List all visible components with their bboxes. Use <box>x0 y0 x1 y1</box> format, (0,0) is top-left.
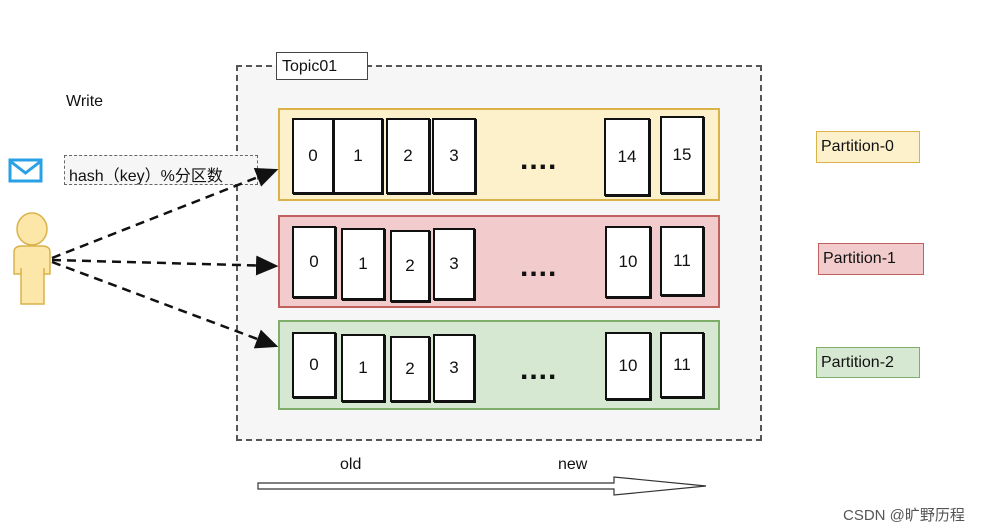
envelope-icon <box>8 158 43 183</box>
message-cell: 14 <box>604 118 650 196</box>
partition-1-label: Partition-1 <box>818 243 924 275</box>
message-cell: 0 <box>292 332 336 398</box>
user-icon <box>13 212 51 305</box>
message-cell: 2 <box>390 230 430 302</box>
timeline-old-label: old <box>340 456 362 473</box>
timeline-arrow <box>257 476 707 496</box>
message-cell: 1 <box>333 118 383 194</box>
hash-formula-label: hash（key）%分区数 <box>64 155 258 185</box>
partition-0-label: Partition-0 <box>816 131 920 163</box>
message-cell: 11 <box>660 226 704 296</box>
arrow-right-icon <box>51 260 279 349</box>
arrow-right-icon <box>51 255 279 276</box>
message-cell: 10 <box>605 226 651 298</box>
message-cell: 1 <box>341 228 385 300</box>
ellipsis: .... <box>520 143 558 176</box>
ellipsis: .... <box>520 250 558 283</box>
message-cell: 2 <box>390 336 430 402</box>
message-cell: 3 <box>433 334 475 402</box>
message-cell: 2 <box>386 118 430 194</box>
ellipsis: .... <box>520 353 558 386</box>
message-cell: 0 <box>292 226 336 298</box>
timeline-new-label: new <box>558 456 588 473</box>
arrow-right-icon <box>51 168 279 260</box>
topic-label: Topic01 <box>276 52 368 80</box>
partition-2-label: Partition-2 <box>816 347 920 378</box>
message-cell: 11 <box>660 332 704 398</box>
watermark: CSDN @旷野历程 <box>843 507 965 524</box>
message-cell: 10 <box>605 332 651 400</box>
message-cell: 1 <box>341 334 385 402</box>
message-cell: 3 <box>433 228 475 300</box>
message-cell: 15 <box>660 116 704 194</box>
message-cell: 3 <box>432 118 476 194</box>
write-label: Write <box>66 93 104 110</box>
